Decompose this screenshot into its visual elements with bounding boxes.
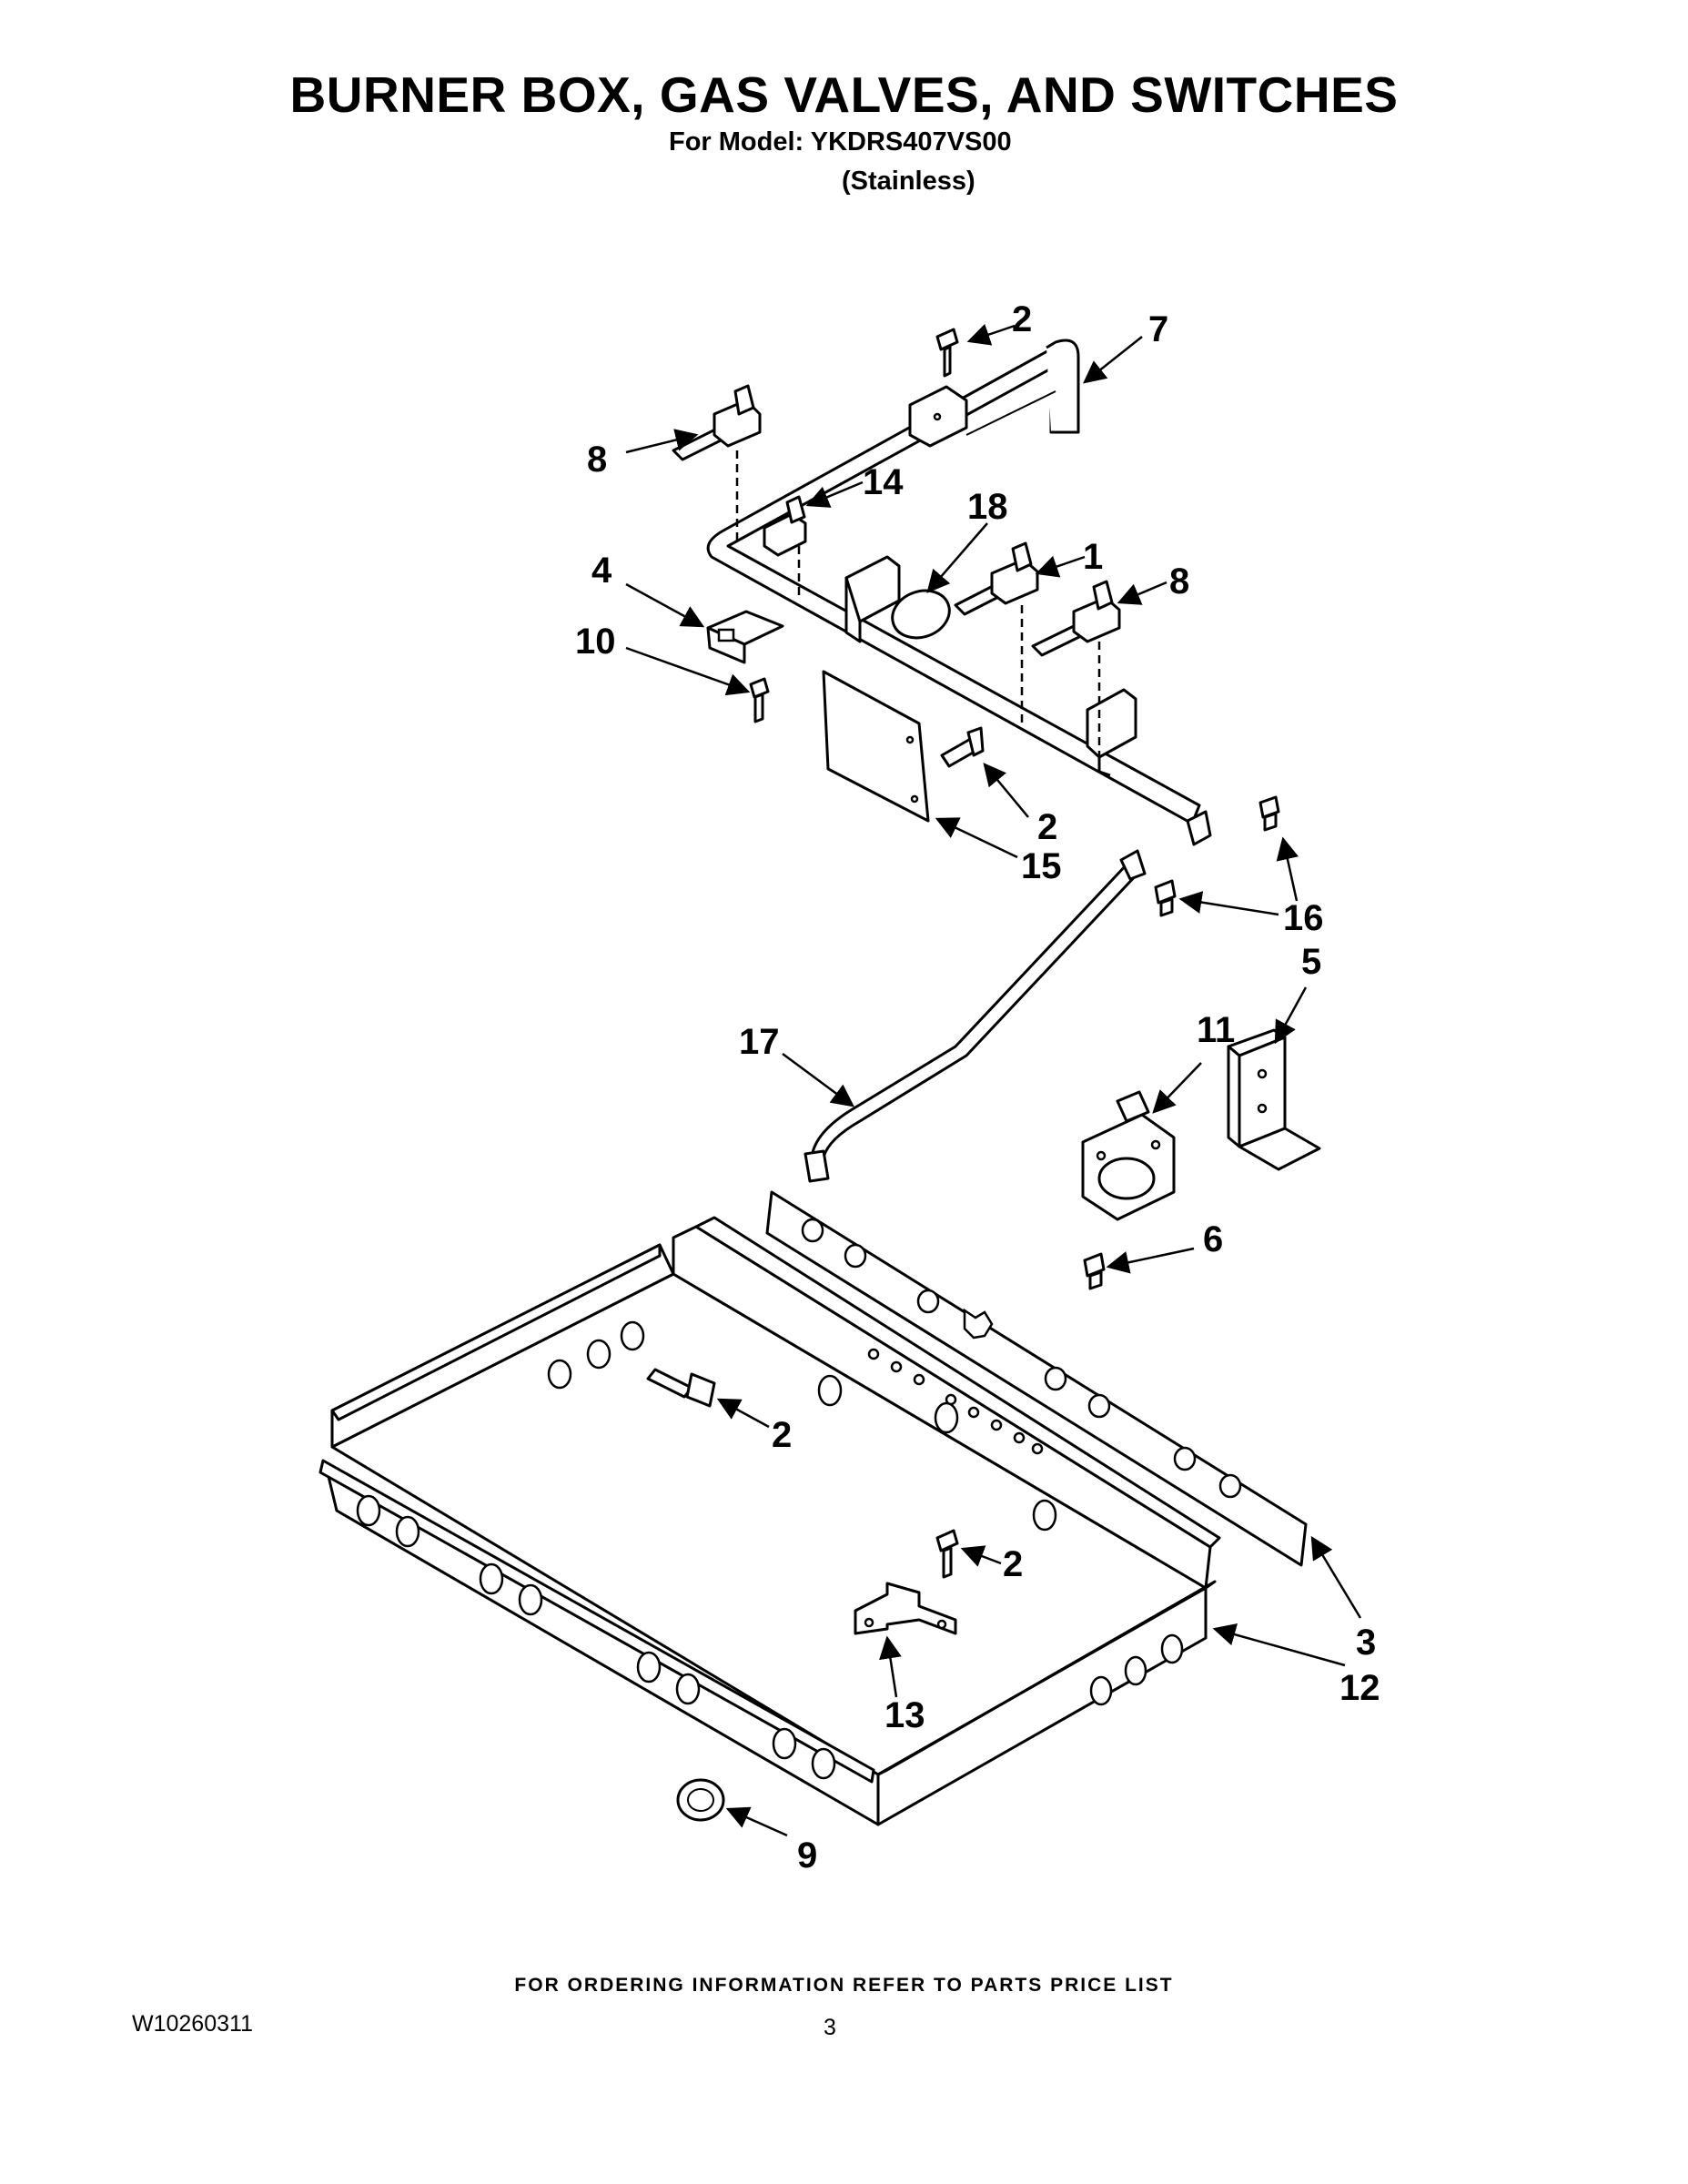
callout-labels: 2 7 8 14 18 1 8 4 10 2 15 16 5 11 17 6 2… [575,299,1380,1876]
heat-shield-3 [765,1190,1308,1567]
disc-18 [891,589,951,640]
fitting-16a [1258,795,1280,832]
leader-lines [625,323,1362,1837]
manifold-pipe [706,339,1212,846]
callout-4: 4 [591,551,612,591]
callout-17: 17 [739,1022,780,1062]
callout-5: 5 [1301,942,1321,982]
callout-1: 1 [1083,537,1103,577]
knob-9 [676,1778,725,1822]
gas-valve-right [1031,580,1121,774]
page-title: BURNER BOX, GAS VALVES, AND SWITCHES [289,66,1399,123]
callout-2: 2 [772,1415,792,1455]
ordering-note: FOR ORDERING INFORMATION REFER TO PARTS … [514,1975,1174,1996]
callout-15: 15 [1021,846,1062,886]
burner-box-12 [318,1216,1221,1826]
pressure-regulator-11 [1081,1090,1176,1221]
callout-9: 9 [797,1835,817,1876]
fitting-6 [1083,1252,1106,1290]
screw-plate [940,726,985,768]
switch-bracket-4 [706,610,784,664]
callout-8: 8 [1169,561,1189,602]
callout-14: 14 [863,462,904,502]
callout-3: 3 [1356,1623,1376,1663]
callout-10: 10 [575,622,616,662]
mounting-bracket-13 [854,1582,957,1635]
gas-valve-1 [954,541,1039,728]
callout-6: 6 [1203,1219,1223,1259]
screw-bracket [935,1529,959,1579]
gas-valve-left [672,384,762,546]
gas-tube-17 [804,849,1147,1183]
switch-plate-15 [822,670,930,823]
finish-label: (Stainless) [842,167,975,196]
page-number: 3 [824,2015,836,2040]
pipe-bracket-top [908,385,968,448]
model-line: For Model: YKDRS407VS00 [669,127,1012,157]
callout-2: 2 [1012,299,1032,339]
callout-2: 2 [1037,807,1057,847]
callout-11: 11 [1197,1010,1235,1050]
callout-13: 13 [884,1695,925,1735]
callout-2: 2 [1003,1544,1023,1584]
callout-16: 16 [1283,898,1324,938]
document-number: W10260311 [132,2011,253,2037]
regulator-bracket-5 [1227,1028,1321,1171]
callout-8: 8 [587,440,607,480]
screw-box [646,1368,716,1408]
screw-10 [749,677,770,723]
screw-top [935,328,959,378]
fitting-16b [1154,879,1177,917]
gas-valve-14 [763,495,807,601]
pipe-bracket-center [844,555,901,643]
callout-12: 12 [1339,1668,1380,1708]
callout-18: 18 [967,487,1008,527]
callout-7: 7 [1148,309,1168,349]
